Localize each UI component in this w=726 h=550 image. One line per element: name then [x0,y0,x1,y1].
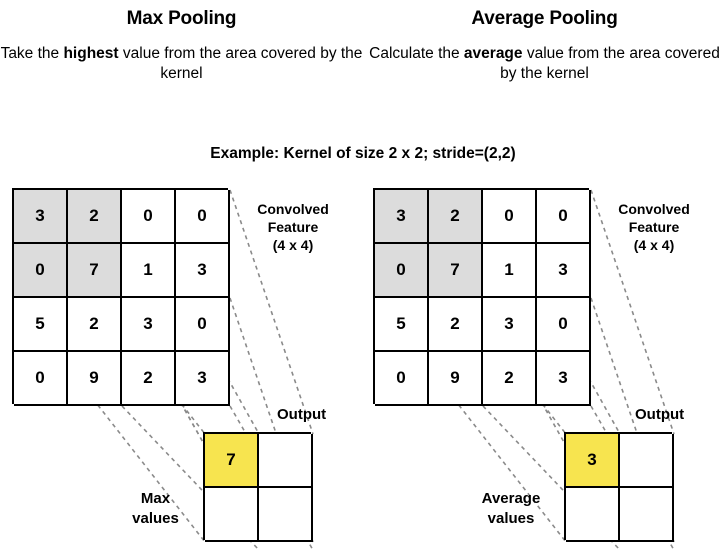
feature-cell: 2 [429,298,483,352]
feature-cell: 5 [375,298,429,352]
example-caption: Example: Kernel of size 2 x 2; stride=(2… [210,145,516,162]
panel-title-average: Average Pooling [471,8,618,29]
feature-cell: 0 [122,190,176,244]
feature-cell: 0 [14,352,68,406]
feature-label-line2: Feature [628,219,680,235]
feature-cell: 3 [537,352,591,406]
feature-cell: 1 [122,244,176,298]
feature-cell: 2 [68,190,122,244]
feature-cell: 0 [375,244,429,298]
feature-cell: 3 [122,298,176,352]
convolved-feature-label-average: Convolved Feature (4 x 4) [599,200,709,254]
output-grid-max: 7 [203,432,313,542]
desc-emphasis: average [463,45,523,62]
values-label-line2: values [132,510,179,527]
convolved-feature-label-max: Convolved Feature (4 x 4) [238,200,348,254]
feature-label-line1: Convolved [618,201,690,217]
desc-pre: Take the [0,45,64,62]
feature-label-line2: Feature [267,219,319,235]
desc-pre: Calculate the [369,45,464,62]
feature-cell: 2 [122,352,176,406]
feature-cell: 3 [537,244,591,298]
output-cell [205,488,259,542]
feature-cell: 0 [537,298,591,352]
values-label-line2: values [487,510,535,527]
feature-cell: 2 [429,190,483,244]
feature-label-line3: (4 x 4) [633,237,675,253]
feature-cell: 0 [176,298,230,352]
panel-description-max: Take the highest value from the area cov… [0,44,363,84]
feature-cell: 0 [176,190,230,244]
feature-cell: 1 [483,244,537,298]
feature-cell: 0 [483,190,537,244]
feature-cell: 3 [176,244,230,298]
feature-cell: 0 [537,190,591,244]
output-cell [620,434,674,488]
feature-cell: 7 [429,244,483,298]
feature-label-line1: Convolved [257,201,329,217]
max-values-label: Max values [113,489,198,529]
average-pooling-panel: Average Pooling Calculate the average va… [363,0,726,550]
desc-post: value from the area covered by the kerne… [500,45,720,82]
feature-cell: 3 [375,190,429,244]
output-label-max: Output [277,406,327,423]
values-label-line1: Max [140,490,171,507]
desc-post: value from the area covered by the kerne… [118,45,363,82]
feature-cell: 2 [483,352,537,406]
output-label-average: Output [635,406,685,423]
values-label-line1: Average [481,490,541,507]
average-values-label: Average values [463,489,559,529]
output-cell [566,488,620,542]
feature-cell: 0 [375,352,429,406]
feature-cell: 3 [14,190,68,244]
feature-label-line3: (4 x 4) [272,237,314,253]
output-cell: 7 [205,434,259,488]
feature-cell: 2 [68,298,122,352]
desc-emphasis: highest [63,45,119,62]
feature-cell: 0 [14,244,68,298]
panel-description-average: Calculate the average value from the are… [363,44,726,84]
output-cell [620,488,674,542]
feature-cell: 3 [176,352,230,406]
max-pooling-panel: Max Pooling Take the highest value from … [0,8,363,84]
feature-cell: 7 [68,244,122,298]
feature-cell: 9 [429,352,483,406]
feature-cell: 5 [14,298,68,352]
feature-cell: 9 [68,352,122,406]
output-grid-average: 3 [564,432,674,542]
output-cell [259,434,313,488]
feature-cell: 3 [483,298,537,352]
panel-title-max: Max Pooling [126,8,237,29]
output-cell: 3 [566,434,620,488]
output-cell [259,488,313,542]
